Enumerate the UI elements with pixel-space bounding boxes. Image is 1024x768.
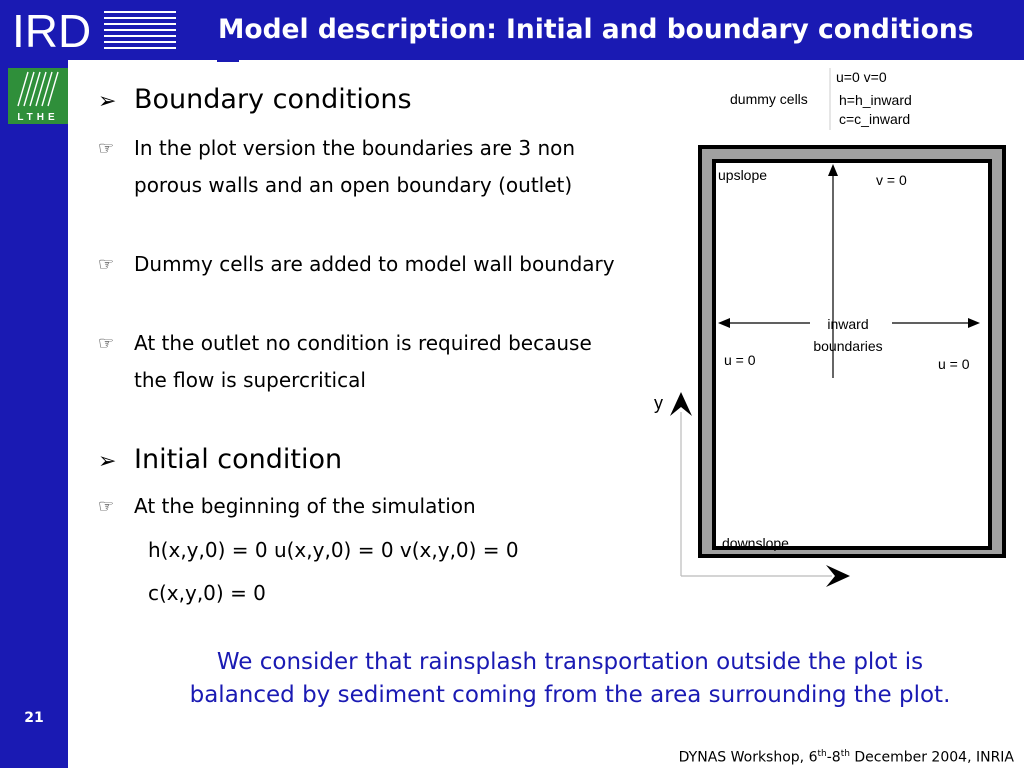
sidebar: LTHE 21 [0, 60, 68, 768]
footer-citation: DYNAS Workshop, 6th-8th December 2004, I… [679, 749, 1014, 766]
v-zero-label: v = 0 [876, 172, 907, 188]
boundary-diagram: dummy cells u=0 v=0 h=h_inward c=c_inwar… [654, 68, 1006, 587]
conclusion-text: We consider that rainsplash transportati… [120, 646, 1020, 712]
bullet-item: ☞ At the outlet no condition is required… [98, 325, 618, 399]
slide-number: 21 [24, 710, 44, 726]
upslope-label: upslope [718, 167, 767, 183]
slide-title: Model description: Initial and boundary … [218, 14, 974, 45]
pointing-hand-icon: ☞ [98, 138, 115, 159]
downslope-label: downslope [722, 535, 789, 551]
footer-suffix: December 2004, INRIA [849, 749, 1014, 766]
footer-sup: th [840, 749, 850, 759]
u-right-label: u = 0 [938, 356, 970, 372]
conclusion-line: We consider that rainsplash transportati… [216, 649, 924, 675]
bullet-item: ☞ In the plot version the boundaries are… [98, 130, 618, 204]
right-arrowhead-icon [968, 318, 980, 328]
legend-h: h=h_inward [839, 92, 912, 108]
lthe-logo-text: LTHE [17, 112, 58, 123]
equation-line: c(x,y,0) = 0 [148, 581, 266, 605]
plot-area [716, 163, 988, 546]
header-bar: IRD Model description: Initial and bound… [0, 0, 1024, 60]
pointing-hand-icon: ☞ [98, 254, 115, 275]
bullet-text: At the beginning of the simulation [134, 494, 476, 518]
arrow-bullet-icon: ➢ [98, 449, 117, 474]
legend-c: c=c_inward [839, 111, 910, 127]
up-arrowhead-icon [828, 164, 838, 176]
y-axis-label: y [654, 393, 663, 413]
bullet-text: At the outlet no condition is required b… [134, 331, 592, 392]
pointing-hand-icon: ☞ [98, 496, 115, 517]
footer-middle: -8 [826, 749, 841, 766]
lthe-logo: LTHE [8, 68, 68, 124]
title-underline-accent [217, 58, 239, 62]
pointing-hand-icon: ☞ [98, 333, 115, 354]
conclusion-line: balanced by sediment coming from the are… [189, 682, 951, 708]
heading-text: Initial condition [134, 444, 343, 475]
boundaries-label: boundaries [813, 338, 882, 354]
heading-text: Boundary conditions [134, 84, 412, 115]
left-arrowhead-icon [718, 318, 730, 328]
bullet-text: In the plot version the boundaries are 3… [134, 136, 576, 197]
legend-dummy-cells: dummy cells [730, 91, 808, 107]
ird-logo-text: IRD [12, 5, 91, 54]
bullet-text: Dummy cells are added to model wall boun… [134, 252, 615, 276]
u-left-label: u = 0 [724, 352, 756, 368]
legend-uv: u=0 v=0 [836, 69, 887, 85]
bullet-item: ☞ Dummy cells are added to model wall bo… [98, 246, 618, 283]
equation-line: h(x,y,0) = 0 u(x,y,0) = 0 v(x,y,0) = 0 [148, 538, 519, 562]
heading-boundary-conditions: ➢ Boundary conditions [98, 84, 412, 115]
x-axis-arrow-icon [826, 565, 850, 587]
arrow-bullet-icon: ➢ [98, 89, 117, 114]
ird-logo: IRD [6, 2, 176, 54]
inward-label: inward [827, 316, 868, 332]
footer-prefix: DYNAS Workshop, 6 [678, 749, 818, 766]
footer-sup: th [817, 749, 827, 759]
y-axis-arrow-icon [670, 392, 692, 416]
bullet-item: ☞ At the beginning of the simulation [98, 488, 618, 525]
heading-initial-condition: ➢ Initial condition [98, 444, 342, 475]
